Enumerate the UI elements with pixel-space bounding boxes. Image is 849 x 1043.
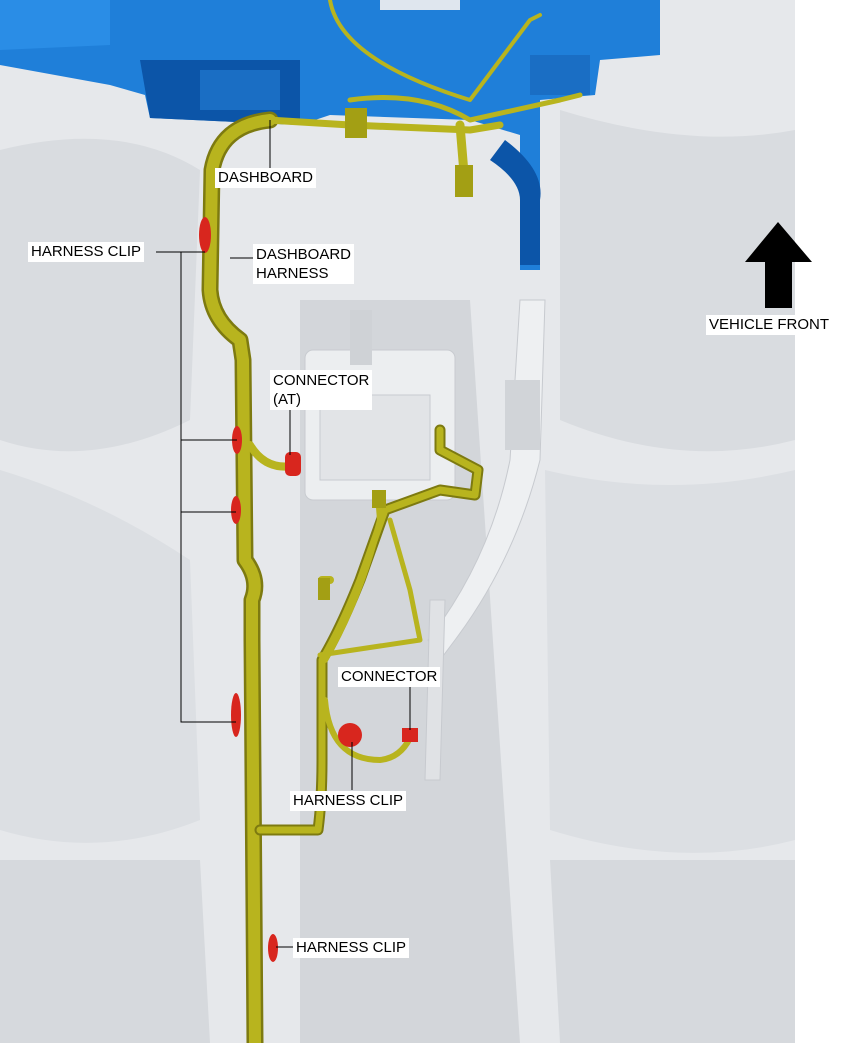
dashboard-harness-label-line1: DASHBOARD xyxy=(256,246,352,263)
harness-clip-center xyxy=(338,723,362,747)
harness-clip-label-center: HARNESS CLIP xyxy=(290,791,407,811)
harness-clip-label-bottom: HARNESS CLIP xyxy=(293,938,410,958)
dashboard-harness-label-line2: HARNESS xyxy=(256,265,329,282)
vehicle-front-label: VEHICLE FRONT xyxy=(706,315,833,335)
harness-clip-top xyxy=(199,217,211,253)
harness-clip-mid-2 xyxy=(231,496,241,524)
harness-clip-mid-3 xyxy=(231,693,241,737)
connectors xyxy=(285,108,473,742)
harness-clips xyxy=(199,217,362,962)
connector-at-label-line2: (AT) xyxy=(273,391,302,408)
connector-label: CONNECTOR xyxy=(338,667,441,687)
dashboard-harness-label: DASHBOARD HARNESS xyxy=(253,244,355,284)
connector-at-label-line1: CONNECTOR xyxy=(273,372,370,389)
connector-at-icon xyxy=(285,452,301,476)
connector-at-label: CONNECTOR (AT) xyxy=(270,370,373,410)
harness-clip-label-left: HARNESS CLIP xyxy=(28,242,145,262)
harness-clip-bottom xyxy=(268,934,278,962)
connector-icon xyxy=(402,728,418,742)
leader-lines xyxy=(156,120,411,948)
vehicle-front-arrow-icon xyxy=(745,222,812,308)
dashboard-label: DASHBOARD xyxy=(215,168,317,188)
